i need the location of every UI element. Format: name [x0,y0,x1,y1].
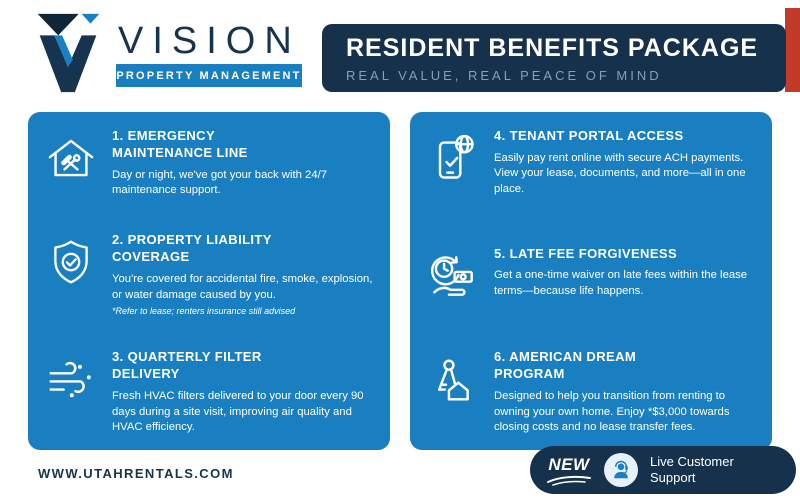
benefit-row-3: 3. QUARTERLY FILTER DELIVERY Fresh HVAC … [42,349,374,436]
brand-tagline-bar: PROPERTY MANAGEMENT [116,64,302,87]
benefit-body: Easily pay rent online with secure ACH p… [494,151,746,196]
banner-subtitle: REAL VALUE, REAL PEACE OF MIND [346,67,662,83]
benefit-body: Designed to help you transition from ren… [494,390,730,434]
clock-money-hand-icon [430,255,473,296]
benefit-row-1: 1. EMERGENCY MAINTENANCE LINE Day or nig… [42,128,374,199]
benefit-title: 1. EMERGENCY MAINTENANCE LINE [112,128,248,160]
phone-globe-icon [438,134,474,179]
live-support-badge: NEW Live Customer Support [530,446,796,494]
brand-name: VISION [118,20,301,62]
house-tools-icon [48,139,94,177]
brand-tagline: PROPERTY MANAGEMENT [116,69,302,82]
shield-check-icon [54,240,88,284]
benefit-title: 5. LATE FEE FORGIVENESS [494,245,678,261]
swoosh-underline-icon [547,475,591,486]
benefit-note: *Refer to lease; renters insurance still… [112,306,296,317]
benefit-body: You're covered for accidental fire, smok… [112,273,373,301]
benefits-card-right: 4. TENANT PORTAL ACCESS Easily pay rent … [410,112,772,450]
benefit-row-6: 6. AMERICAN DREAM PROGRAM Designed to he… [424,349,756,436]
benefit-row-2: 2. PROPERTY LIABILITY COVERAGE You're co… [42,232,374,316]
banner-title: RESIDENT BENEFITS PACKAGE [346,33,759,62]
benefit-title: 3. QUARTERLY FILTER DELIVERY [112,349,262,382]
website-url: WWW.UTAHRENTALS.COM [38,466,234,481]
benefit-body: Fresh HVAC filters delivered to your doo… [112,390,364,434]
benefit-title: 2. PROPERTY LIABILITY COVERAGE [112,232,272,265]
banner: RESIDENT BENEFITS PACKAGE REAL VALUE, RE… [322,24,786,92]
support-label: Live Customer Support [650,454,734,485]
benefit-body: Day or night, we've got your back with 2… [112,168,328,197]
benefit-row-4: 4. TENANT PORTAL ACCESS Easily pay rent … [424,128,756,198]
keys-house-icon [437,359,469,401]
benefits-card-left: 1. EMERGENCY MAINTENANCE LINE Day or nig… [28,112,390,450]
red-accent-bar [785,8,800,92]
headset-agent-icon [614,460,628,479]
air-flow-icon [49,362,91,398]
benefit-body: Get a one-time waiver on late fees withi… [494,269,748,298]
vision-v-logo-icon [37,13,100,93]
benefit-title: 4. TENANT PORTAL ACCESS [494,128,684,143]
benefit-row-5: 5. LATE FEE FORGIVENESS Get a one-time w… [424,246,756,302]
new-badge: NEW [548,454,590,474]
benefit-title: 6. AMERICAN DREAM PROGRAM [494,349,637,382]
